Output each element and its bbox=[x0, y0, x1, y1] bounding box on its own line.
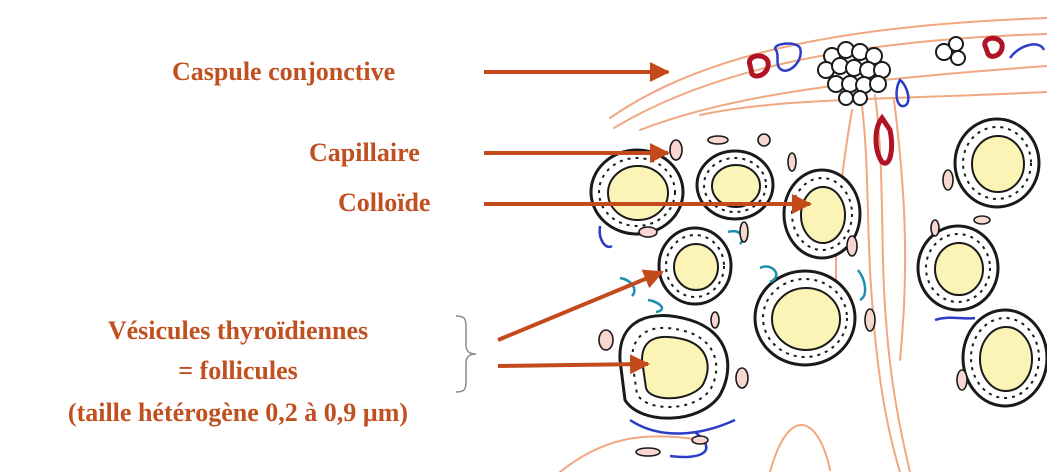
vesicles-label-line2: = follicules bbox=[0, 358, 476, 384]
vesicles-arrow-upper bbox=[498, 272, 662, 340]
colloid-label: Colloïde bbox=[338, 190, 430, 216]
vesicles-arrow-lower bbox=[498, 364, 648, 366]
vesicles-label-line3: (taille hétérogène 0,2 à 0,9 µm) bbox=[0, 400, 476, 426]
capillary-label: Capillaire bbox=[309, 140, 420, 166]
vesicles-label-line1: Vésicules thyroïdiennes bbox=[0, 318, 476, 344]
capsule-label: Caspule conjonctive bbox=[172, 59, 395, 85]
